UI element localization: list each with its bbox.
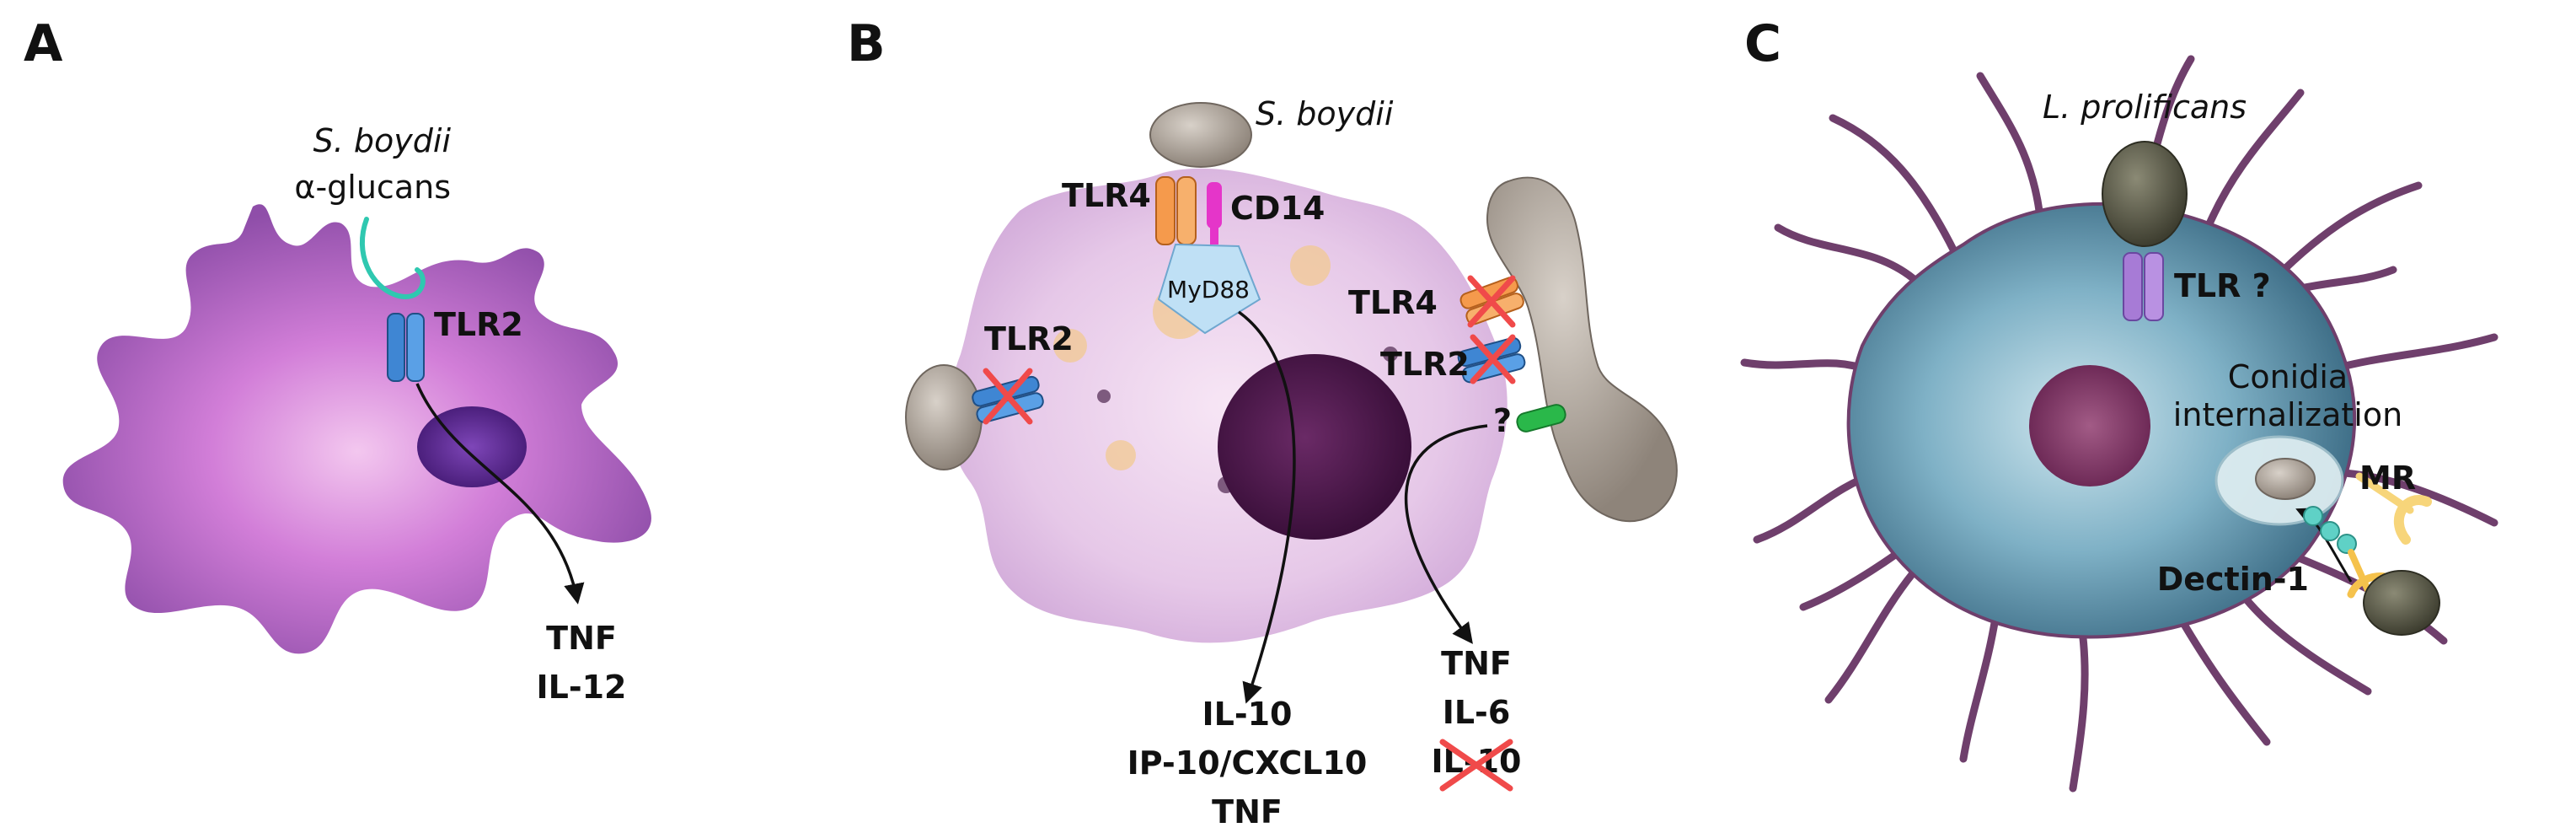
panel-a-tlr2-receptor — [387, 313, 425, 382]
panel-b-output-right: TNF — [1441, 645, 1512, 682]
panel-a-letter: A — [24, 14, 63, 73]
panel-b-tlr2-left-label: TLR2 — [984, 320, 1074, 357]
panel-b-tlr2-right-label: TLR2 — [1380, 346, 1470, 383]
panel-a-tlr2-label: TLR2 — [434, 306, 523, 343]
panel-b-tlr4-right-cross — [1467, 275, 1516, 328]
panel-c-mr-receptor — [2355, 472, 2432, 545]
panel-c-internalization-line1: Conidia — [2228, 358, 2348, 395]
panel-b-vesicle — [1053, 329, 1087, 363]
panel-b-tlr4-top-label: TLR4 — [1062, 177, 1151, 214]
panel-a-nucleus — [417, 406, 527, 487]
panel-b-fungus-label: S. boydii — [1256, 95, 1394, 132]
panel-b-nucleus — [1218, 354, 1411, 540]
panel-c-fungus-top — [2102, 141, 2188, 247]
panel-a-signal-arrow — [415, 383, 585, 605]
panel-b-unknown-receptor — [1516, 404, 1566, 433]
panel-a-output: IL-12 — [536, 669, 626, 706]
panel-b-letter: B — [847, 14, 886, 73]
panel-c-dectin-label: Dectin-1 — [2157, 561, 2309, 598]
panel-b-output-left: TNF — [1212, 793, 1283, 830]
panel-b-tlr4-top-receptor — [1155, 176, 1197, 245]
panel-b: B S. boydii TLR4 CD14 MyD88 — [847, 14, 1678, 830]
panel-b-unknown-label: ? — [1493, 402, 1512, 439]
panel-a-glucan — [360, 217, 426, 299]
panel-a-output: TNF — [546, 620, 617, 657]
panel-c-fungus-label: L. prolificans — [2043, 89, 2247, 126]
panel-c-mr-label: MR — [2359, 459, 2416, 497]
panel-a-cell — [62, 204, 651, 654]
panel-b-fungus-left — [905, 364, 983, 470]
panel-b-vesicle — [1106, 440, 1136, 470]
panel-c-tlr-receptor — [2123, 252, 2164, 321]
panel-b-tlr2-left-cross — [983, 368, 1033, 425]
panel-b-cd14 — [1207, 182, 1222, 245]
panel-a: A S. boydii α-glucans TLR2 TNF IL-12 — [24, 14, 651, 706]
panel-b-signal-arrow-left — [1237, 310, 1296, 704]
panel-a-fungus-label: S. boydii — [313, 122, 452, 159]
panel-c-internalized-conidium — [2255, 458, 2316, 500]
panel-c-tlr-label: TLR ? — [2174, 267, 2271, 304]
panel-b-vesicle — [1290, 245, 1331, 286]
panel-b-cd14-label: CD14 — [1230, 190, 1325, 227]
panel-b-il10-cross — [1439, 739, 1513, 792]
panel-b-granule — [1383, 347, 1398, 362]
panel-c-nucleus — [2029, 365, 2150, 486]
panel-a-ligand-label: α-glucans — [294, 169, 451, 206]
panel-b-signal-arrow-right — [1404, 424, 1488, 644]
panel-b-output-right: IL-6 — [1443, 694, 1511, 731]
panel-c-letter: C — [1744, 14, 1781, 73]
panel-c-internalization-line2: internalization — [2173, 396, 2402, 433]
panel-b-output-left: IL-10 — [1202, 696, 1292, 733]
panel-b-output-left: IP-10/CXCL10 — [1127, 744, 1368, 782]
panel-b-granule — [1097, 390, 1111, 403]
panel-b-tlr4-right-label: TLR4 — [1348, 284, 1438, 321]
panel-b-myd88-label: MyD88 — [1167, 276, 1250, 304]
panel-b-myd88 — [1157, 243, 1261, 335]
panel-b-output-right: IL-10 — [1431, 743, 1521, 780]
panel-b-tlr2-right-cross — [1470, 334, 1516, 384]
panel-c: C L. prolificans — [1740, 14, 2498, 793]
panel-c-fungus-bottom — [2363, 570, 2440, 636]
panel-b-fungus-top — [1149, 102, 1252, 168]
